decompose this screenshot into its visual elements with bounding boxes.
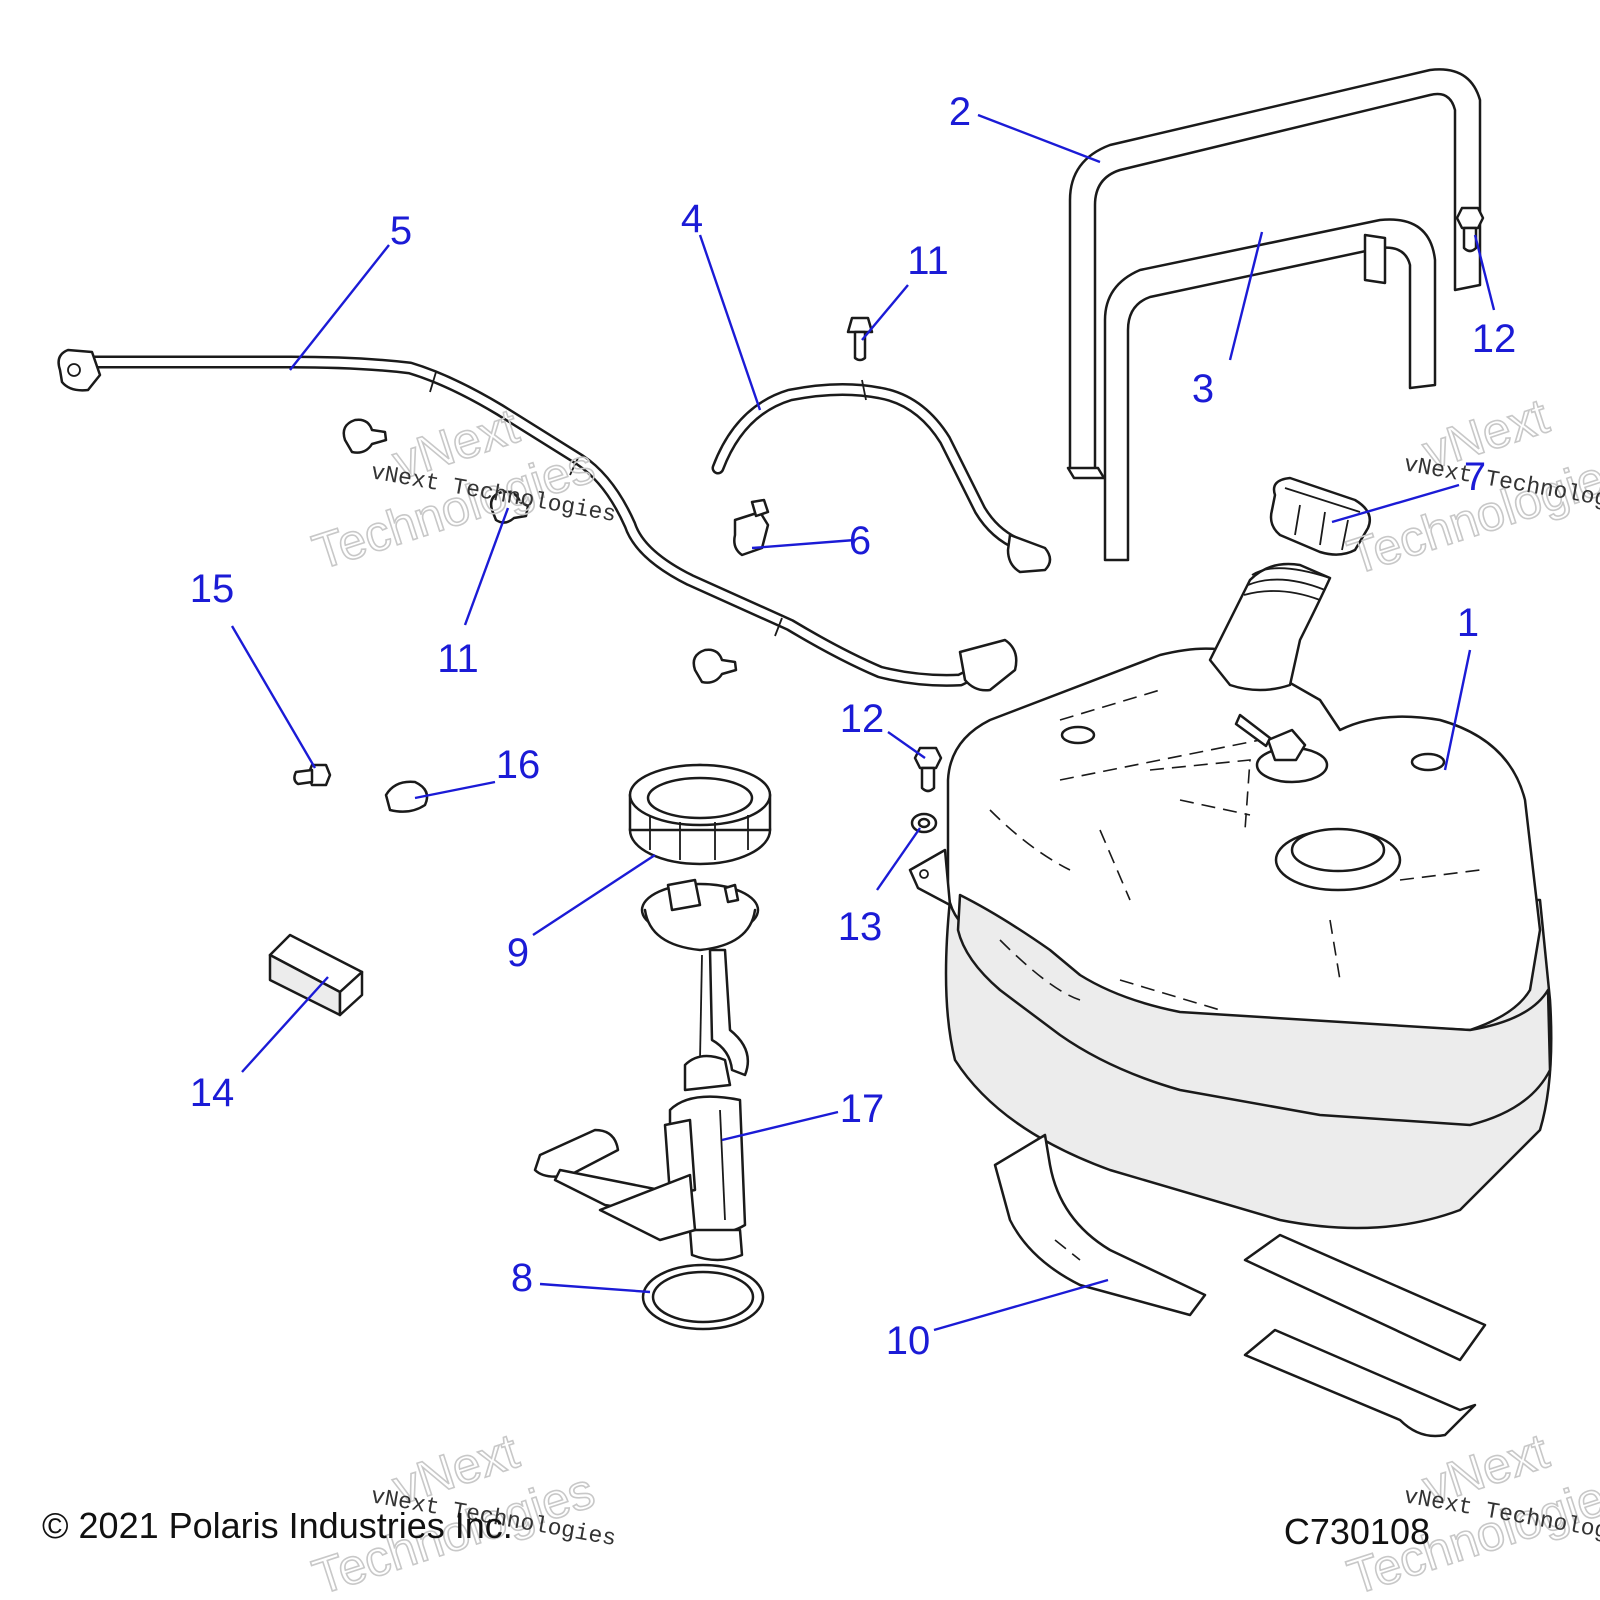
part-16-grommet <box>384 780 429 813</box>
leader-lines <box>230 113 1496 1332</box>
callout-14: 14 <box>190 1071 235 1115</box>
figure-code: C730108 <box>1284 1511 1430 1552</box>
part-11-clip-lower <box>489 490 530 524</box>
callout-9: 9 <box>507 931 529 975</box>
callout-11-top: 11 <box>907 239 949 283</box>
part-11-screw-top <box>846 316 874 362</box>
part-6-valve <box>733 498 770 557</box>
part-7-fuel-cap <box>1269 476 1372 556</box>
callout-10: 10 <box>886 1319 931 1363</box>
part-10-tank-pads <box>993 1133 1487 1438</box>
part-12-bolt-middle <box>913 746 943 793</box>
callout-13: 13 <box>838 905 883 949</box>
watermark-upper-right: vNext Technologies vNext Technologies <box>1340 387 1600 586</box>
hose-clip-lower <box>692 648 738 684</box>
part-15-bolt <box>293 763 332 787</box>
callout-12-top: 12 <box>1472 317 1517 361</box>
part-5-vent-hose <box>57 348 1018 692</box>
callout-4: 4 <box>681 197 703 241</box>
callout-7: 7 <box>1464 455 1486 499</box>
copyright-notice: © 2021 Polaris Industries Inc. <box>42 1505 513 1546</box>
part-12-bolt-top <box>1455 206 1485 253</box>
callout-1: 1 <box>1457 601 1479 645</box>
part-17-fuel-pump <box>533 878 760 1262</box>
callout-5: 5 <box>390 209 412 253</box>
callout-6: 6 <box>849 519 871 563</box>
callout-11-bottom: 11 <box>437 637 479 681</box>
part-14-pad <box>268 933 364 1017</box>
callout-16: 16 <box>496 743 541 787</box>
part-8-seal <box>641 1263 765 1331</box>
callout-2: 2 <box>949 90 971 134</box>
part-3-tank-strap <box>1103 218 1437 562</box>
callout-15: 15 <box>190 567 235 611</box>
callouts: 1 2 3 4 5 6 7 8 9 10 11 11 12 12 13 14 1… <box>190 90 1517 1363</box>
callout-3: 3 <box>1192 367 1214 411</box>
part-9-lock-ring <box>628 763 772 866</box>
part-13-washer <box>910 812 938 834</box>
callout-17: 17 <box>840 1087 885 1131</box>
callout-8: 8 <box>511 1256 533 1300</box>
hose-clip-upper <box>342 418 388 454</box>
part-4-vent-hose <box>711 379 1052 574</box>
callout-12-middle: 12 <box>840 697 885 741</box>
part-1-fuel-tank <box>908 562 1553 1230</box>
